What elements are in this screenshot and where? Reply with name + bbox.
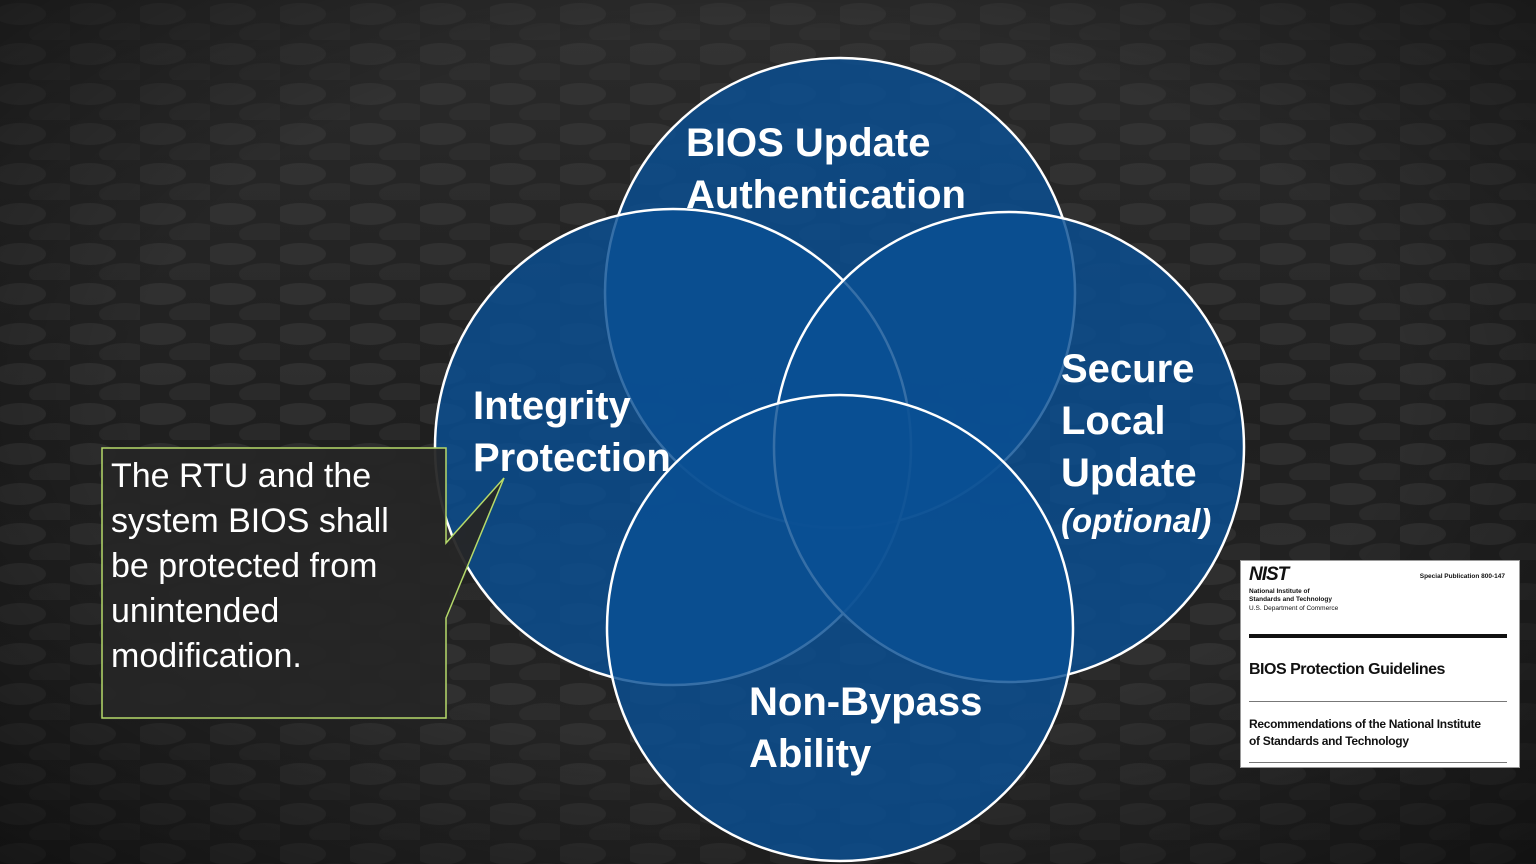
nist-document-cover: NIST National Institute of Standards and… — [1240, 560, 1520, 768]
publication-number: Special Publication 800-147 — [1419, 573, 1505, 580]
document-subtitle-line2: of Standards and Technology — [1249, 734, 1409, 748]
cover-rule — [1249, 762, 1507, 763]
nist-logo: NIST — [1249, 564, 1289, 585]
document-subtitle-line1: Recommendations of the National Institut… — [1249, 717, 1481, 731]
callout-text: The RTU and the system BIOS shall be pro… — [111, 457, 389, 675]
label-secure-local-update: Secure Local Update (optional) — [1061, 343, 1211, 543]
cover-rule-thick — [1249, 634, 1507, 638]
callout-box — [101, 447, 505, 719]
label-integrity-protection: Integrity Protection — [473, 384, 671, 480]
circle-non-bypass-ability — [605, 393, 1075, 863]
venn-circles — [433, 56, 1246, 863]
department-name: U.S. Department of Commerce — [1249, 605, 1339, 612]
institute-name-line2: Standards and Technology — [1249, 596, 1332, 603]
label-optional: (optional) — [1061, 502, 1212, 539]
institute-name-line1: National Institute of — [1249, 588, 1310, 595]
document-title: BIOS Protection Guidelines — [1249, 661, 1445, 678]
label-bios-update-authentication: BIOS Update Authentication — [686, 121, 966, 217]
cover-rule — [1249, 701, 1507, 702]
label-non-bypass-ability: Non-Bypass Ability — [749, 680, 983, 776]
